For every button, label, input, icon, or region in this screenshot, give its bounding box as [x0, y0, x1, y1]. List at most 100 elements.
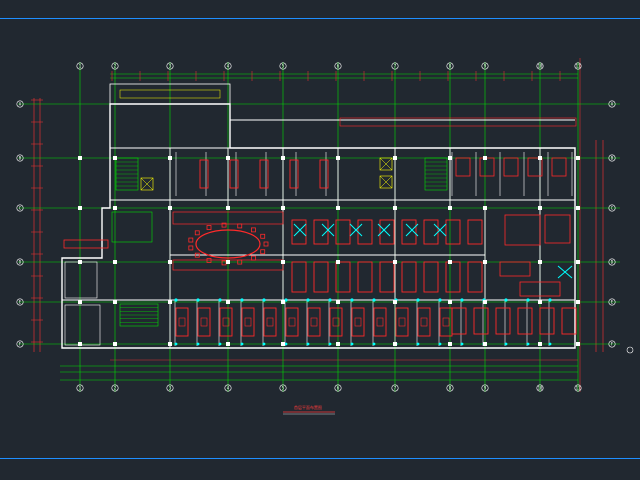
axis-bubble [166, 62, 174, 70]
axis-label-col: 4 [227, 64, 230, 69]
structural-column [113, 300, 117, 304]
axis-bubble [391, 62, 399, 70]
axis-label-row: A [19, 102, 22, 107]
structural-column [113, 156, 117, 160]
axis-label-row: B [611, 156, 614, 161]
axis-bubble [16, 154, 24, 162]
meeting-furniture [519, 281, 561, 297]
axis-label-col: 11 [576, 386, 581, 391]
axis-bubble [111, 384, 119, 392]
axis-bubble [536, 384, 544, 392]
conference-chair [194, 230, 200, 236]
axis-bubble [608, 340, 616, 348]
axis-bubble [481, 62, 489, 70]
elevator-lobby [111, 211, 153, 243]
door-fixture [306, 298, 310, 302]
structural-column [113, 342, 117, 346]
office-chair [222, 317, 230, 327]
window-fixture [262, 342, 266, 346]
axis-bubble [574, 62, 582, 70]
axis-bubble [391, 384, 399, 392]
outer-wall [61, 103, 576, 349]
structural-column [281, 300, 285, 304]
workstation [467, 219, 483, 245]
office-chair [442, 317, 450, 327]
window-fixture [240, 342, 244, 346]
office-chair [200, 317, 208, 327]
axis-label-col: 8 [449, 64, 452, 69]
axis-label-col: 8 [449, 386, 452, 391]
office-chair [332, 317, 340, 327]
structural-column [168, 260, 172, 264]
top-band [339, 117, 577, 127]
structural-column [226, 260, 230, 264]
structural-column [393, 156, 397, 160]
axis-bubble [279, 62, 287, 70]
structural-column [78, 156, 82, 160]
workstation [313, 261, 329, 293]
office-desk [473, 307, 489, 335]
structural-column [538, 206, 542, 210]
axis-label-col: 6 [337, 64, 340, 69]
reception-counter [63, 239, 109, 249]
axis-label-col: 9 [484, 386, 487, 391]
elevator-shaft [379, 157, 393, 171]
conference-chair [221, 222, 227, 228]
conference-chair [263, 241, 269, 247]
axis-label-row: D [611, 260, 614, 265]
drawing-title: 首层平面布置图 [294, 405, 322, 410]
office-desk [307, 307, 321, 337]
structural-column [78, 206, 82, 210]
office-chair [288, 317, 296, 327]
seating-row [172, 211, 284, 225]
office-desk [197, 307, 211, 337]
structural-column [576, 206, 580, 210]
door-fixture [460, 298, 464, 302]
structural-column [78, 342, 82, 346]
window-fixture [174, 342, 178, 346]
axis-label-col: 10 [538, 64, 543, 69]
structural-column [336, 206, 340, 210]
structural-column [336, 260, 340, 264]
office-chair [354, 317, 362, 327]
axis-bubble [279, 384, 287, 392]
structural-column [483, 342, 487, 346]
door-fixture [174, 298, 178, 302]
office-desk [495, 307, 511, 335]
axis-bubble [608, 298, 616, 306]
axis-bubble [608, 204, 616, 212]
office-desk [219, 307, 233, 337]
toilet-stall [479, 157, 495, 177]
window-fixture [328, 342, 332, 346]
ceiling-fixture [321, 223, 335, 237]
structural-column [576, 300, 580, 304]
window-fixture [196, 342, 200, 346]
structural-column [393, 206, 397, 210]
axis-label-row: A [611, 102, 614, 107]
conference-chair [221, 260, 227, 266]
axis-label-row: D [19, 260, 22, 265]
toilet-stall [503, 157, 519, 177]
room-bottom-left [64, 304, 101, 346]
axis-bubble [76, 62, 84, 70]
axis-bubble [16, 298, 24, 306]
structural-column [538, 342, 542, 346]
meeting-furniture [499, 261, 531, 277]
elevator-cross [379, 157, 393, 171]
office-chair [376, 317, 384, 327]
axis-bubble [224, 384, 232, 392]
axis-label-col: 11 [576, 64, 581, 69]
door-fixture [548, 298, 552, 302]
structural-column [393, 342, 397, 346]
ceiling-fixture [293, 223, 307, 237]
axis-label-row: C [611, 206, 614, 211]
elevator-shaft [379, 175, 393, 189]
structural-column [113, 260, 117, 264]
cabinet [229, 159, 239, 189]
conference-chair [188, 237, 194, 243]
window-fixture [306, 342, 310, 346]
door-fixture [218, 298, 222, 302]
conference-chair [194, 252, 200, 258]
structural-column [226, 300, 230, 304]
